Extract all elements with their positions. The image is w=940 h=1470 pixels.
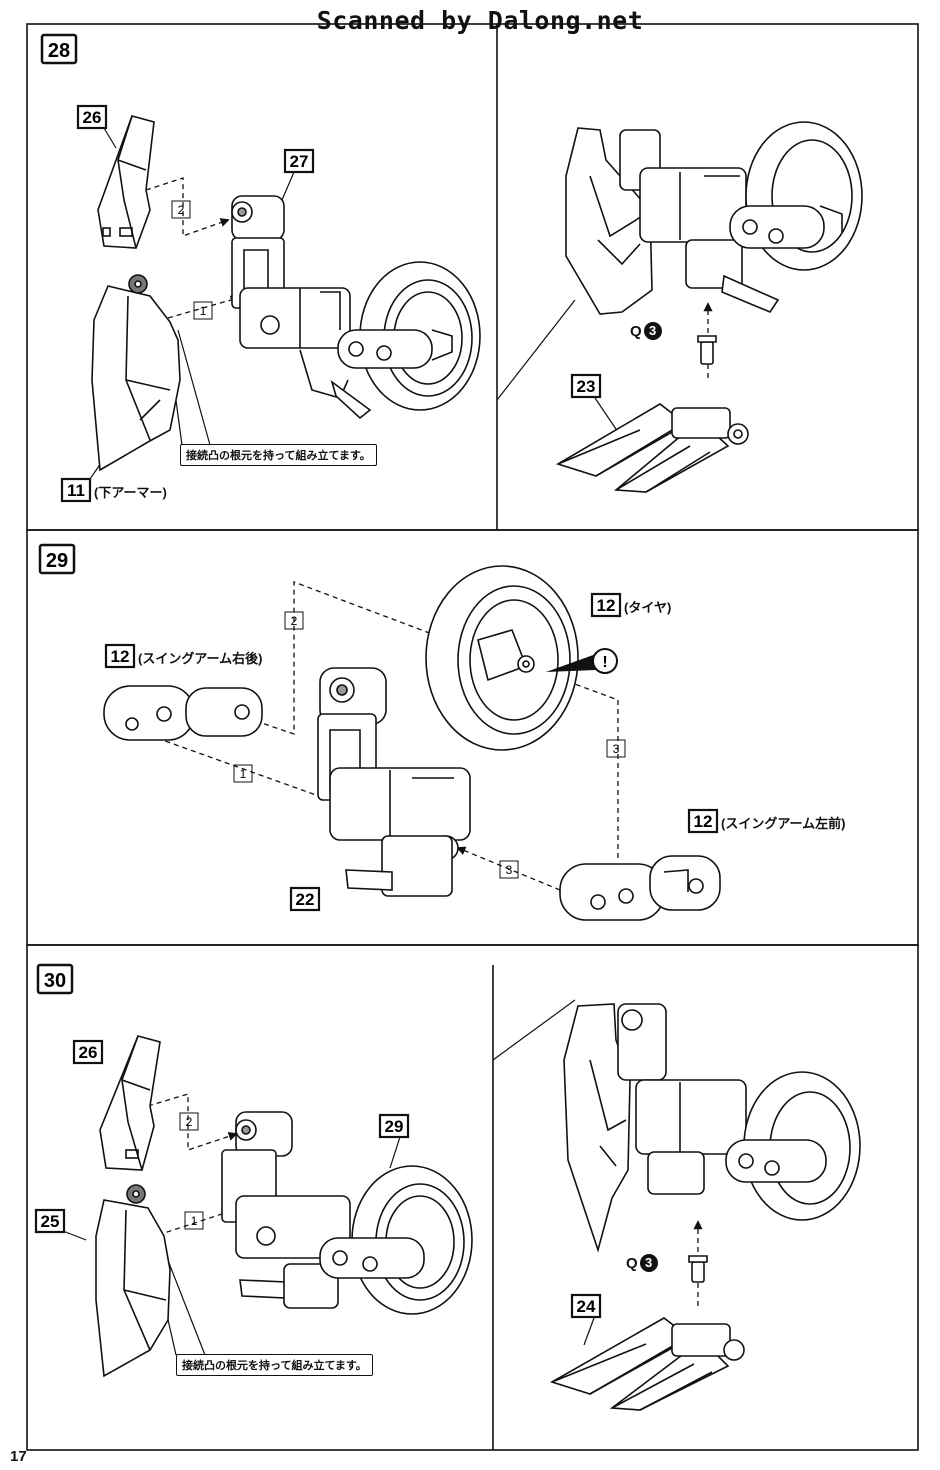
scanner-watermark: Scanned by Dalong.net bbox=[316, 6, 644, 35]
step-29-number-box: 29 bbox=[38, 543, 76, 575]
panel-frames bbox=[26, 23, 919, 1451]
step-28-leg-27 bbox=[231, 195, 372, 420]
page-number: 17 bbox=[10, 1448, 27, 1465]
step-29-tag-3-lower: 3 bbox=[506, 863, 513, 877]
step-28-assembly-note: 接続凸の根元を持って組み立てます。 bbox=[180, 444, 377, 466]
step-29-arm-front-name: (スイングアーム左前) bbox=[721, 816, 846, 831]
step-28-number-box: 28 bbox=[40, 33, 78, 65]
q-number-badge: 3 bbox=[643, 322, 662, 340]
step-28-part-26: 26 bbox=[83, 108, 102, 127]
step-29-arm-rear-name: (スイングアーム右後) bbox=[138, 651, 263, 666]
step-28-number: 28 bbox=[48, 40, 70, 62]
step-28-assembled-leg bbox=[565, 121, 863, 315]
step-30-wheel-29 bbox=[319, 1165, 473, 1315]
step-30-part-26: 26 bbox=[79, 1043, 98, 1062]
step-30-leg bbox=[221, 1111, 351, 1309]
step-28-armor-26 bbox=[97, 115, 155, 249]
step-29-tire-name: (タイヤ) bbox=[624, 600, 672, 615]
step-30-armor-26 bbox=[99, 1035, 161, 1171]
q-letter: Q bbox=[630, 323, 642, 340]
q-number-badge: 3 bbox=[639, 1254, 658, 1272]
step-28-part-11: 11 bbox=[67, 481, 85, 500]
step-28-tag-1: 1 bbox=[200, 304, 207, 318]
step-29-part-22: 22 bbox=[296, 890, 315, 909]
step-29-part-12-tire: 12 bbox=[597, 596, 616, 615]
step-28-armor-11 bbox=[91, 274, 181, 472]
step-30-tag-2: 2 bbox=[186, 1115, 193, 1129]
sequence-tags: 2 1 2 1 3 3 2 1 bbox=[171, 200, 626, 1230]
step-30-part-24: 24 bbox=[577, 1297, 596, 1316]
step-30-assembly-note: 接続凸の根元を持って組み立てます。 bbox=[176, 1354, 373, 1376]
step-30-tag-1: 1 bbox=[191, 1214, 198, 1228]
step-28-tag-2: 2 bbox=[178, 203, 185, 217]
step-29-leg-22 bbox=[317, 667, 471, 897]
step-28-part-23: 23 bbox=[577, 377, 596, 396]
step-30-armor-25 bbox=[95, 1184, 171, 1378]
step-29-swing-arm-front bbox=[559, 855, 721, 921]
step-28-part-27: 27 bbox=[290, 152, 309, 171]
step-29-tag-1: 1 bbox=[240, 767, 247, 781]
step-29-part-12-arm-front: 12 bbox=[694, 812, 713, 831]
caution-mark-text: ! bbox=[602, 654, 607, 671]
q-letter: Q bbox=[626, 1255, 638, 1272]
step-29-tag-3-upper: 3 bbox=[613, 742, 620, 756]
step-29-swing-arm-rear bbox=[103, 685, 263, 741]
step-28-foot-23 bbox=[556, 335, 749, 493]
part-number-boxes: 26 27 11 23 12 12 12 22 26 29 25 24 bbox=[34, 104, 719, 1319]
step-29-part-12-arm-rear: 12 bbox=[111, 647, 130, 666]
step-30-assembled-leg bbox=[563, 1003, 861, 1253]
step-30-part-25: 25 bbox=[41, 1212, 60, 1231]
step-29-caution-mark: ! bbox=[546, 648, 618, 674]
step-28-wheel bbox=[337, 261, 481, 411]
step-30-number-box: 30 bbox=[36, 963, 74, 995]
step-30-foot-24 bbox=[550, 1255, 745, 1411]
step-28-part-11-name: (下アーマー) bbox=[94, 485, 167, 500]
step-29-tire bbox=[425, 565, 579, 751]
step-30-part-29: 29 bbox=[385, 1117, 404, 1136]
step-30-number: 30 bbox=[44, 970, 66, 992]
step-29-number: 29 bbox=[46, 550, 68, 572]
